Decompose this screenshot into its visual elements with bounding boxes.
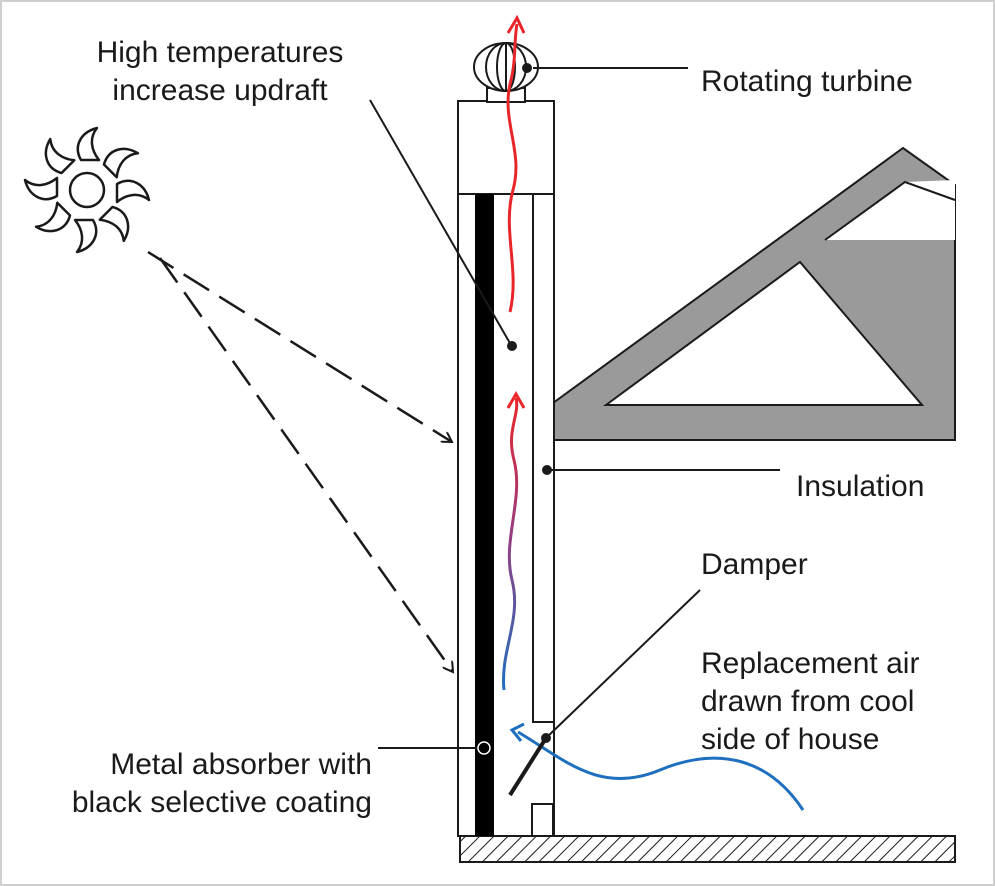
- ground-hatch: [459, 835, 956, 863]
- insulation-label: Insulation: [796, 470, 925, 503]
- absorber-label-line2: black selective coating: [71, 786, 372, 819]
- absorber-dot: [477, 741, 491, 755]
- absorber-label: Metal absorber with black selective coat…: [20, 746, 372, 822]
- damper-stop: [531, 803, 554, 837]
- rising-air-arrowhead: [506, 390, 526, 409]
- sun-icon: [23, 126, 151, 254]
- hot-air-updraft: [506, 23, 519, 313]
- replacement-air-label-line1: Replacement air: [701, 647, 920, 680]
- damper-label: Damper: [701, 548, 808, 581]
- high-temp-leader: [369, 99, 512, 346]
- chimney-cap: [457, 100, 555, 195]
- absorber-label-line1: Metal absorber with: [110, 748, 372, 781]
- damper-flap: [508, 736, 548, 797]
- replacement-air-label: Replacement air drawn from cool side of …: [701, 645, 919, 759]
- metal-absorber: [475, 194, 494, 836]
- replacement-air-label-line2: drawn from cool: [701, 685, 915, 718]
- high-temp-label-line1: High temperatures: [96, 36, 344, 69]
- cool-air-flow: [517, 730, 805, 811]
- hot-air-arrowhead-top: [506, 14, 526, 34]
- damper-leader: [545, 589, 701, 739]
- turbine-dot: [522, 63, 532, 73]
- cool-air-arrowhead: [509, 722, 525, 742]
- roof-truss-cutout: [825, 180, 955, 240]
- turbine-label: Rotating turbine: [701, 65, 913, 98]
- sunlight-ray-upper: [147, 250, 452, 444]
- replacement-air-label-line3: side of house: [701, 723, 880, 756]
- high-temp-label: High temperatures increase updraft: [70, 34, 370, 110]
- sunlight-ray-lower: [158, 257, 453, 672]
- rising-air-flow: [502, 397, 519, 691]
- roof-truss-edge: [824, 180, 956, 241]
- high-temp-dot: [507, 341, 517, 351]
- insulation-dot: [542, 465, 552, 475]
- high-temp-label-line2: increase updraft: [112, 74, 328, 107]
- insulation-panel: [532, 193, 555, 723]
